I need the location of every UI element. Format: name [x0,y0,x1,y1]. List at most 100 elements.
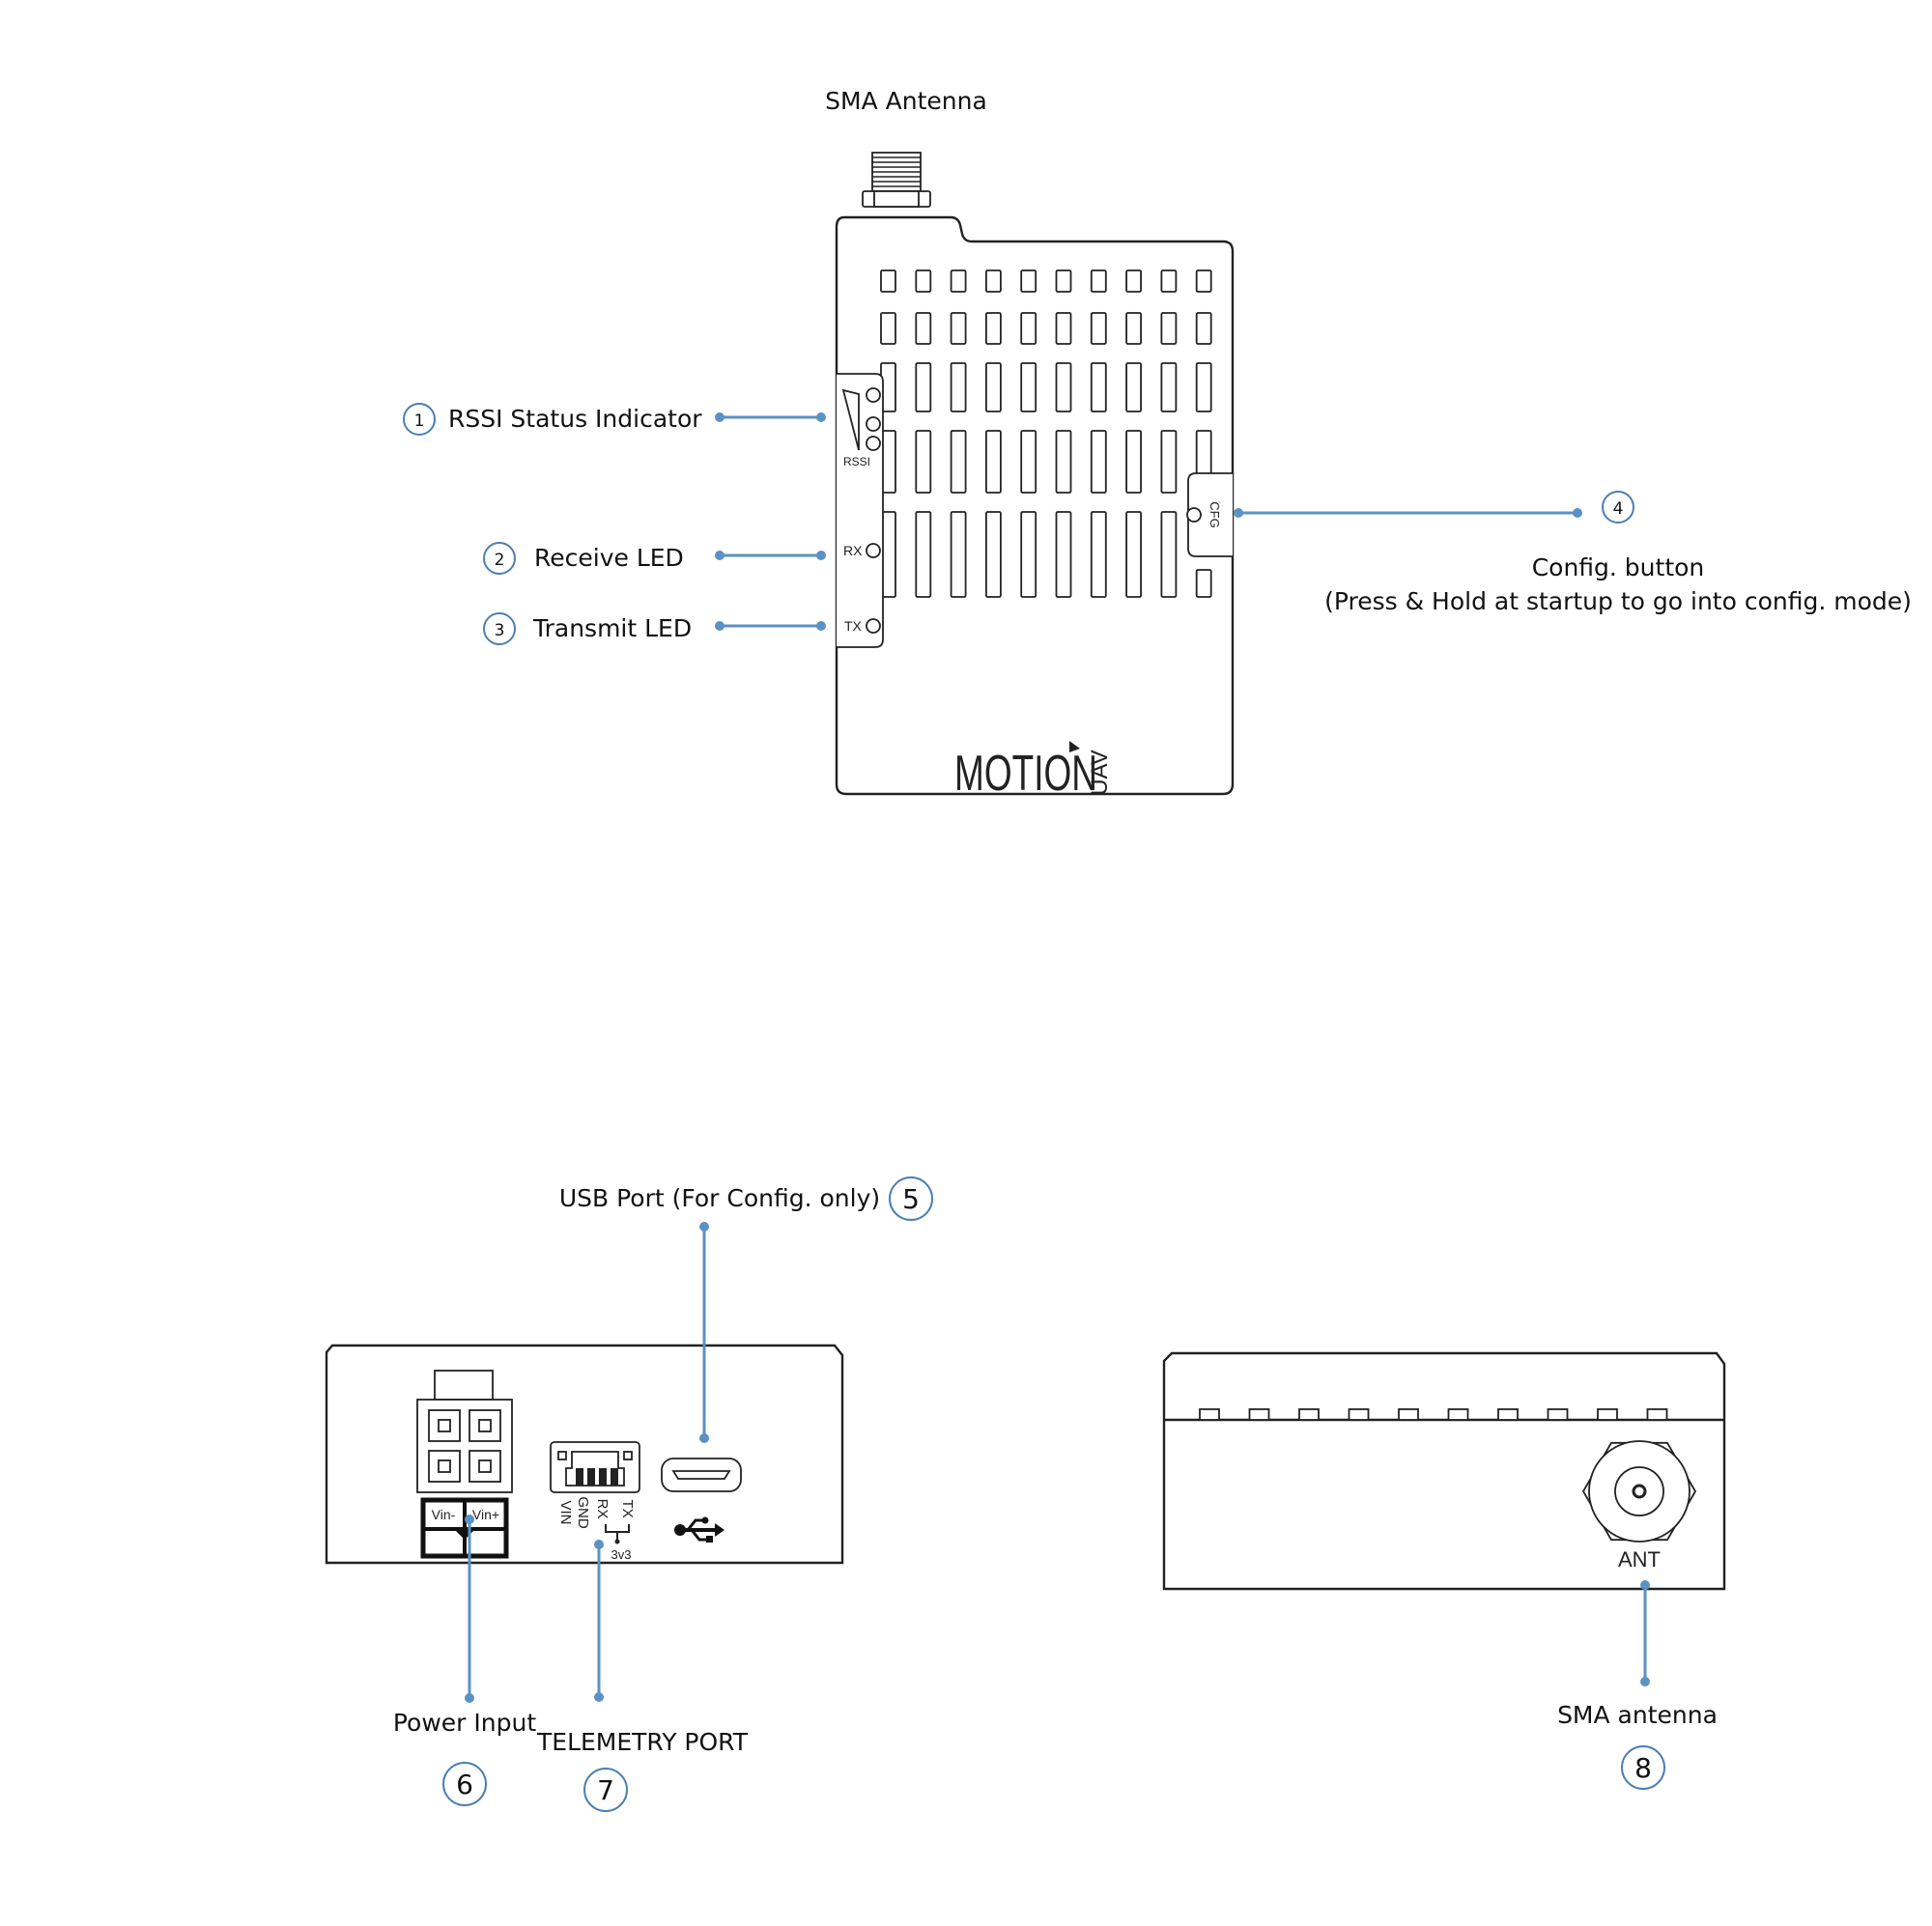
vent-slot [880,312,896,345]
callout-badge-7 [583,1768,628,1812]
vent-slot [950,430,967,494]
pin-vin: VIN [557,1500,574,1524]
callout-badge-6 [442,1762,487,1806]
side-vents [1199,1408,1668,1421]
callout-number-5: 5 [902,1183,920,1215]
vent-slot [1055,312,1072,345]
tx-led [866,618,881,634]
vent-slot [985,312,1002,345]
vent-slot [985,362,1002,412]
vent-slot [1160,269,1178,293]
ant-silk: ANT [1618,1547,1661,1572]
vent-slot [915,312,932,345]
side-vent-tab [1199,1408,1220,1421]
cfg-silk: CFG [1208,501,1222,527]
power-pin-core [438,1419,451,1432]
vent-slot [1195,569,1212,598]
vent-slot [1160,511,1178,598]
callout-8: SMA antenna 8 [1557,1580,1718,1790]
telemetry-connector: VIN GND RX TX 3v3 [550,1441,640,1562]
power-pin-core [478,1459,492,1473]
vent-slot [950,269,967,293]
label-usb: USB Port (For Config. only) [559,1184,880,1212]
top-view: RSSI RX TX CFG MOTION UAV [835,152,1235,802]
vent-slot [1090,430,1107,494]
callout-number-2: 2 [495,551,505,570]
vent-slot [1195,312,1212,345]
vent-slot [1055,511,1072,598]
side-vent-tab [1398,1408,1419,1421]
ventilation-grille [880,269,1212,598]
vent-slot [950,312,967,345]
vent-slot [1055,362,1072,412]
label-receive: Receive LED [534,544,684,572]
vent-slot [1090,511,1107,598]
vin-minus-label: Vin- [432,1507,456,1522]
vent-slot [1125,269,1142,293]
vent-slot [1055,430,1072,494]
config-button[interactable] [1186,507,1202,523]
callout-badge-4 [1602,491,1634,524]
pin-rx: RX [594,1499,611,1519]
vent-slot [1090,312,1107,345]
vent-slot [915,511,932,598]
vent-slot [950,362,967,412]
side-vent-tab [1348,1408,1370,1421]
label-transmit: Transmit LED [532,614,692,642]
radio-body [835,215,1235,796]
vent-slot [1020,511,1037,598]
logo-sub: UAV [1087,750,1113,796]
callout-badge-5 [889,1176,933,1221]
vent-slot [1160,430,1178,494]
side-vent-tab [1497,1408,1519,1421]
vent-slot [1160,312,1178,345]
vent-slot [1195,269,1212,293]
rssi-wedge [841,388,860,451]
callout-1: 1 RSSI Status Indicator [403,403,826,436]
callout-4: 4 Config. button (Press & Hold at startu… [1234,491,1912,615]
callout-3: 3 Transmit LED [483,612,826,645]
power-pin-core [478,1419,492,1432]
callout-number-1: 1 [414,411,425,431]
callout-badge-8 [1621,1745,1665,1790]
vent-slot [1020,269,1037,293]
pin-tx: TX [619,1499,636,1517]
sma-connector-side: ANT [1581,1440,1697,1572]
callout-6: Power Input 6 [393,1515,536,1806]
pin-3v3: 3v3 [611,1547,632,1562]
vin-plus-label: Vin+ [472,1507,499,1522]
callout-7: TELEMETRY PORT 7 [536,1540,749,1812]
vent-slot [1195,362,1212,412]
front-view: Vin- Vin+ VIN GND RX TX 3v3 [325,1344,844,1565]
label-rssi: RSSI Status Indicator [448,405,702,433]
label-power: Power Input [393,1709,536,1737]
usb-port[interactable] [661,1458,742,1543]
rssi-led-1 [866,387,881,403]
power-pin-core [438,1459,451,1473]
vent-slot [915,269,932,293]
side-vent-tab [1248,1408,1270,1421]
rx-silk: RX [843,543,863,558]
label-sma-antenna-top: SMA Antenna [825,87,987,115]
vent-slot [1125,362,1142,412]
side-vent-tab [1597,1408,1618,1421]
rssi-silk: RSSI [843,455,870,468]
callout-2: 2 Receive LED [483,542,826,575]
callout-badge-2 [483,542,516,575]
vent-slot [880,269,896,293]
vent-slot [1125,511,1142,598]
label-config-title: Config. button [1532,553,1705,581]
callout-badge-1 [403,403,436,436]
callout-badge-3 [483,612,516,645]
side-view: ANT [1162,1351,1726,1591]
vent-slot [1125,312,1142,345]
callout-5: USB Port (For Config. only) 5 [559,1176,933,1443]
callout-number-7: 7 [597,1774,614,1806]
vent-slot [985,511,1002,598]
vent-slot [1020,312,1037,345]
vent-slot [1090,269,1107,293]
side-vent-tab [1646,1408,1668,1421]
usb-icon [674,1516,724,1543]
vent-slot [1020,362,1037,412]
